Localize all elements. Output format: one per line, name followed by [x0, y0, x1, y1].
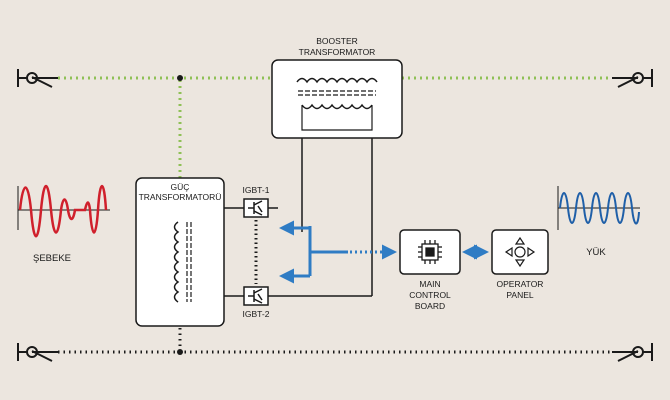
igbt1-label: IGBT-1	[243, 185, 270, 195]
guc-label-line2: TRANSFORMATORÜ	[139, 192, 222, 202]
dpad-icon	[504, 236, 536, 268]
coil-icon	[173, 221, 180, 303]
operator-panel	[491, 229, 549, 275]
switch-icon	[17, 343, 58, 362]
control-arrows	[279, 220, 348, 284]
igbt-icon	[248, 200, 263, 216]
sebeke-wave	[17, 185, 110, 238]
main-control-board	[399, 229, 461, 275]
microchip-icon	[418, 240, 442, 264]
coil-icon	[296, 77, 378, 84]
yuk-label: YÜK	[586, 247, 606, 258]
igbt-1	[243, 198, 269, 218]
operator-label-2: PANEL	[506, 290, 534, 300]
sebeke-label: ŞEBEKE	[33, 253, 71, 264]
igbt2-label: IGBT-2	[243, 309, 270, 319]
main-board-label-3: BOARD	[415, 301, 445, 311]
coil-icon	[301, 103, 373, 110]
igbt-icon	[248, 288, 263, 304]
sine-wave-icon	[18, 185, 108, 238]
switch-icon	[17, 69, 58, 88]
yuk-wave	[557, 186, 640, 230]
operator-label-1: OPERATOR	[497, 279, 544, 289]
booster-label-line1: BOOSTER	[316, 36, 358, 46]
bottom-junction	[177, 349, 183, 355]
main-board-label-2: CONTROL	[409, 290, 451, 300]
guc-label-line1: GÜÇ	[171, 182, 190, 192]
top-junction	[177, 75, 183, 81]
sine-wave-icon	[559, 192, 640, 225]
guc-transformator	[135, 177, 225, 327]
switch-icon	[612, 343, 653, 362]
main-board-label-1: MAIN	[419, 279, 440, 289]
igbt-2	[243, 286, 269, 306]
booster-label-line2: TRANSFORMATOR	[299, 47, 376, 57]
booster-transformator	[271, 59, 403, 139]
switch-icon	[612, 69, 653, 88]
